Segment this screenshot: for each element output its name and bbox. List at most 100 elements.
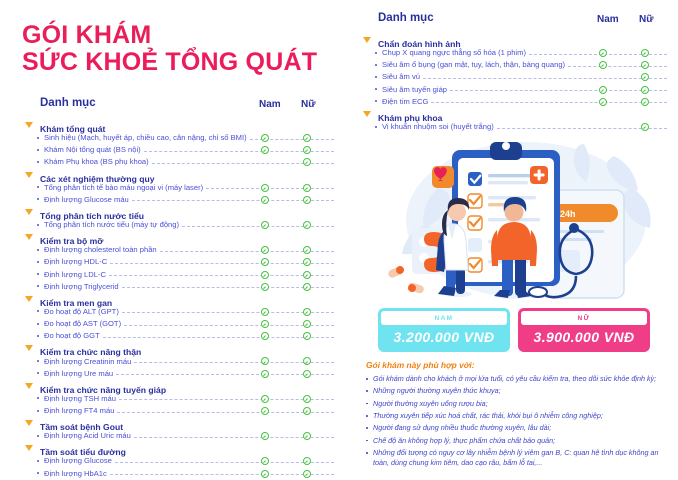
service-item-row: Định lượng HbA1c xyxy=(22,468,337,480)
dotted-leader xyxy=(116,374,334,376)
dotted-leader xyxy=(109,474,334,476)
availability-marks xyxy=(575,47,675,59)
dotted-leader xyxy=(249,138,334,140)
group-label: Tầm soát tiểu đường xyxy=(40,447,126,458)
check-icon-female xyxy=(303,369,311,378)
group-header: Kiểm tra chức năng thận xyxy=(22,342,337,358)
check-icon-male xyxy=(261,246,269,255)
title-line-1: GÓI KHÁM xyxy=(22,21,152,49)
bullet-dot-icon xyxy=(37,459,39,462)
group-label: Kiểm tra chức năng thận xyxy=(40,347,142,358)
bullet-dot-icon xyxy=(37,160,39,163)
dotted-leader xyxy=(151,162,334,164)
check-icon-female xyxy=(303,320,311,329)
service-item-label: Định lượng Glucose máu xyxy=(44,194,129,204)
group-header: Các xét nghiệm thường quy xyxy=(22,169,337,184)
availability-marks xyxy=(237,182,337,194)
availability-marks xyxy=(237,281,337,293)
availability-marks xyxy=(575,71,675,83)
suitability-item: Người đang sử dụng nhiều thuốc thường xu… xyxy=(366,423,666,433)
stethoscope-chestpiece-icon xyxy=(528,286,548,298)
availability-marks xyxy=(237,132,337,144)
price-badge-male[interactable]: NAM 3.200.000 VNĐ xyxy=(378,308,510,352)
suitability-item: Những đối tượng có nguy cơ lây nhiễm bện… xyxy=(366,448,666,467)
check-icon-female xyxy=(303,282,311,291)
check-icon-female xyxy=(303,146,311,155)
check-icon-female xyxy=(303,246,311,255)
group-label: Kiểm tra bộ mỡ xyxy=(40,236,104,247)
service-item-label: Định lượng Acid Uric máu xyxy=(44,431,131,441)
dotted-leader xyxy=(108,275,334,277)
availability-marks xyxy=(237,306,337,318)
dotted-leader xyxy=(110,262,334,264)
availability-marks xyxy=(237,269,337,281)
check-icon-female xyxy=(303,158,311,167)
availability-marks xyxy=(237,393,337,405)
group-label: Các xét nghiệm thường quy xyxy=(40,173,155,184)
dotted-leader xyxy=(182,225,334,227)
check-icon-female xyxy=(303,183,311,192)
service-item-label: Định lượng HbA1c xyxy=(44,468,107,478)
dotted-leader xyxy=(121,287,334,289)
check-icon-male xyxy=(261,357,269,366)
check-icon-female xyxy=(303,432,311,441)
stethoscope-earpiece-icon xyxy=(569,223,579,233)
dotted-leader xyxy=(450,90,667,92)
service-item-row: Định lượng Acid Uric máu xyxy=(22,430,337,442)
bullet-dot-icon xyxy=(37,273,39,276)
service-item-label: Định lượng Ure máu xyxy=(44,368,114,378)
bullet-dot-icon xyxy=(366,414,368,417)
service-item-row: Chụp X quang ngực thẳng số hóa (1 phim) xyxy=(360,47,670,59)
service-item-row: Siêu âm vú xyxy=(360,71,670,83)
check-icon-male xyxy=(261,432,269,441)
suitability-item: Chế độ ăn không hợp lý, thực phẩm chứa c… xyxy=(366,436,666,446)
group-label: Khám tổng quát xyxy=(40,124,106,134)
service-item-label: Định lượng TSH máu xyxy=(44,393,116,403)
availability-marks xyxy=(237,144,337,156)
bullet-dot-icon xyxy=(37,372,39,375)
bullet-dot-icon xyxy=(37,260,39,263)
check-icon-female xyxy=(641,73,649,82)
bullet-dot-icon xyxy=(37,334,39,337)
service-item-row: Định lượng cholesterol toàn phần xyxy=(22,244,337,256)
dotted-leader xyxy=(496,127,667,129)
check-icon-male xyxy=(261,146,269,155)
check-icon-female xyxy=(641,122,649,131)
bullet-dot-icon xyxy=(37,198,39,201)
service-item-label: Định lượng FT4 máu xyxy=(44,406,115,416)
service-item-row: Định lượng TSH máu xyxy=(22,393,337,405)
bullet-dot-icon xyxy=(375,51,377,54)
suitability-list: Gói khám dành cho khách ở mọi lứa tuổi, … xyxy=(366,374,666,467)
availability-marks xyxy=(575,96,675,108)
group-header: Tầm soát tiểu đường xyxy=(22,442,337,458)
check-icon-female xyxy=(303,270,311,279)
medical-checkup-illustration: 24h xyxy=(378,128,674,303)
bullet-dot-icon xyxy=(37,397,39,400)
check-icon-male xyxy=(599,61,607,70)
check-icon-female xyxy=(303,220,311,229)
group-header: Tổng phân tích nước tiểu xyxy=(22,206,337,221)
service-item-row: Siêu âm ổ bụng (gan mật, tụy, lách, thận… xyxy=(360,59,670,71)
availability-marks xyxy=(237,256,337,268)
header-category-label: Danh mục xyxy=(40,97,96,109)
price-badge-female[interactable]: NỮ 3.900.000 VNĐ xyxy=(518,308,650,352)
check-icon-male xyxy=(261,195,269,204)
check-icon-female xyxy=(641,61,649,70)
medical-cross-icon xyxy=(530,166,548,184)
price-badge-female-caption: NỮ xyxy=(521,311,647,325)
service-item-label: Sinh hiệu (Mạch, huyết áp, chiều cao, câ… xyxy=(44,133,247,143)
service-item-label: Định lượng Glucose xyxy=(44,456,112,466)
service-item-row: Định lượng Ure máu xyxy=(22,368,337,380)
service-item-label: Siêu âm tuyến giáp xyxy=(382,84,448,94)
service-item-row: Tổng phân tích nước tiểu (máy tự động) xyxy=(22,219,337,231)
suitability-item: Gói khám dành cho khách ở mọi lứa tuổi, … xyxy=(366,374,666,384)
suitability-title: Gói khám này phù hợp với: xyxy=(366,360,475,370)
check-icon-male xyxy=(261,369,269,378)
service-item-row: Điện tim ECG xyxy=(360,96,670,108)
triangle-bullet-icon xyxy=(25,420,33,427)
service-item-row: Sinh hiệu (Mạch, huyết áp, chiều cao, câ… xyxy=(22,132,337,144)
